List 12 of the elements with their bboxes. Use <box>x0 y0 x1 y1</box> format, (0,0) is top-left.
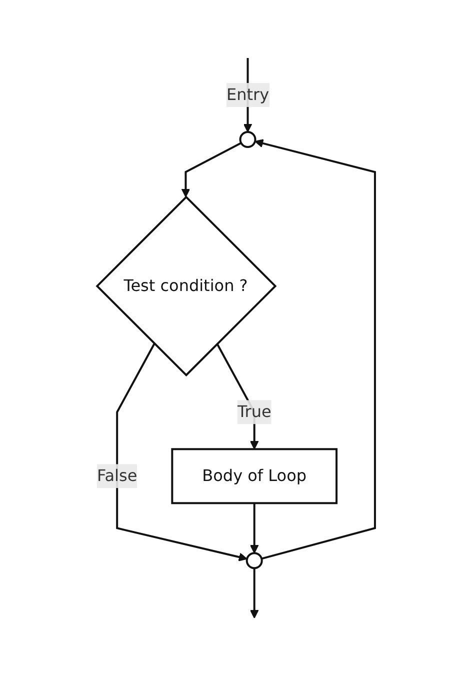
edge-label: Entry <box>226 85 270 104</box>
arrow <box>254 140 376 560</box>
arrow <box>116 344 248 562</box>
node-circle <box>246 552 263 570</box>
arrow <box>250 504 259 554</box>
arrow <box>250 568 259 619</box>
edge-label: True <box>237 402 272 422</box>
edge-label: False <box>97 466 138 486</box>
arrow <box>181 142 242 198</box>
node-box: Body of Loop <box>171 448 338 505</box>
node-circle <box>239 131 256 148</box>
node-diamond: Test condition ? <box>96 196 277 377</box>
